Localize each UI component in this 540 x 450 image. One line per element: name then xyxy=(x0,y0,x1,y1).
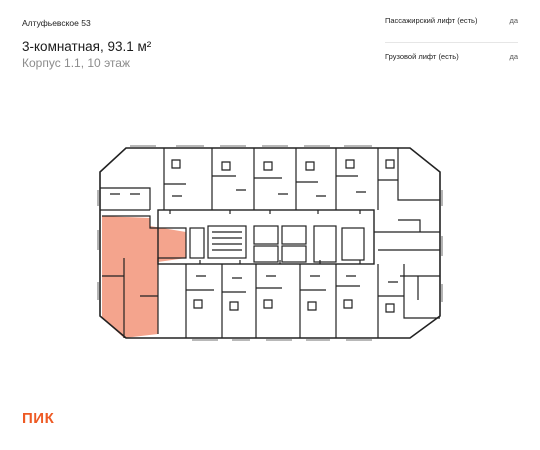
window-marks xyxy=(97,145,443,341)
spec-freight-lift: Грузовой лифт (есть) да xyxy=(385,42,518,69)
selected-apartment[interactable] xyxy=(102,216,186,338)
complex-name: Алтуфьевское 53 xyxy=(22,18,91,28)
spec-value: да xyxy=(509,52,518,61)
spec-label: Грузовой лифт (есть) xyxy=(385,52,459,61)
spec-passenger-lift: Пассажирский лифт (есть) да xyxy=(385,16,518,42)
spec-label: Пассажирский лифт (есть) xyxy=(385,16,478,25)
spec-value: да xyxy=(509,16,518,25)
specs-list: Пассажирский лифт (есть) да Грузовой лиф… xyxy=(385,16,518,69)
pik-logo: ПИК xyxy=(22,410,55,427)
apartment-location: Корпус 1.1, 10 этаж xyxy=(22,56,130,70)
apartment-title: 3-комнатная, 93.1 м² xyxy=(22,39,152,54)
floor-walls xyxy=(99,147,441,339)
